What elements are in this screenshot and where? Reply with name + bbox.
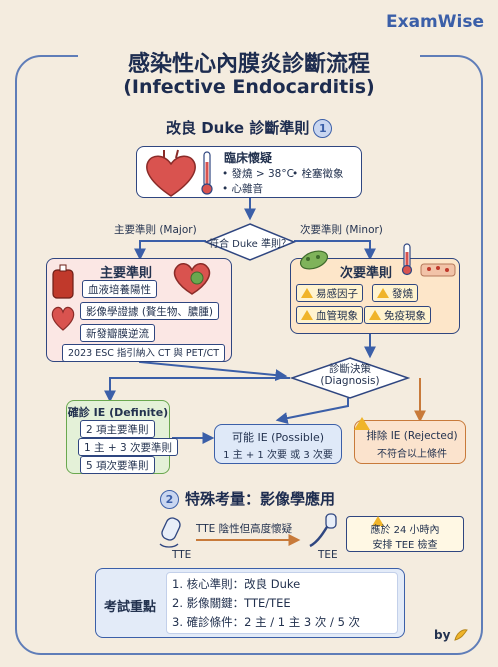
possible-ie-title: 可能 IE (Possible) — [231, 431, 325, 444]
tee-warning-icon — [372, 516, 385, 526]
footer-by-text: by — [434, 628, 451, 642]
decision-diagnosis-diamond — [290, 357, 410, 399]
tee-label: TEE — [318, 549, 338, 561]
bacteria-icon — [299, 250, 329, 270]
heart-vegetation-icon — [51, 306, 75, 331]
minor-item-predisposition: 易感因子 — [296, 284, 363, 302]
minor-criteria-title: 次要準則 — [340, 266, 393, 281]
possible-ie-box — [214, 424, 342, 464]
tee-timing-note — [346, 516, 464, 552]
brand-logo: ExamWise — [386, 12, 484, 32]
minor-item-immunologic-text: 免疫現象 — [384, 310, 426, 322]
major-item-blood-culture: 血液培養陽性 — [82, 280, 157, 298]
title-backdrop — [78, 43, 420, 105]
decision-duke-diamond — [204, 223, 296, 261]
major-item-imaging: 影像學證據 (贅生物、膿腫) — [80, 302, 220, 320]
author-logo-icon — [454, 629, 468, 641]
decision-duke-label: 符合 Duke 準則？ — [209, 239, 291, 250]
branch-minor-label: 次要準則 (Minor) — [300, 224, 383, 236]
branch-major-label: 主要準則 (Major) — [114, 224, 197, 236]
warning-icon — [301, 310, 313, 320]
suspicion-item-embolism: • 栓塞徵象 — [292, 168, 344, 180]
heart-icon — [146, 149, 196, 197]
rejected-ie-detail: 不符合以上條件 — [377, 449, 447, 460]
rejected-ie-title: 排除 IE (Rejected) — [366, 430, 458, 442]
section-1-number: 1 — [313, 119, 333, 138]
section-1-label: 改良 Duke 診斷準則 — [166, 119, 310, 137]
major-item-regurgitation: 新發瓣膜逆流 — [80, 324, 155, 342]
minor-thermometer-icon — [401, 243, 413, 276]
decision-diagnosis-sublabel: (Diagnosis) — [320, 375, 380, 387]
definite-item-2: 1 主 + 3 次要準則 — [78, 438, 179, 456]
warning-icon — [377, 288, 389, 298]
suspicion-title: 臨床懷疑 — [224, 151, 273, 165]
skin-lesion-icon — [420, 263, 456, 277]
imaging-arrow-label: TTE 陰性但高度懷疑 — [196, 523, 293, 535]
suspicion-item-murmur: • 心雜音 — [222, 183, 264, 195]
minor-item-immunologic: 免疫現象 — [364, 306, 431, 324]
definite-item-3: 5 項次要準則 — [80, 456, 155, 474]
rejected-ie-box — [354, 420, 466, 464]
key-point-1: 1. 核心準則：改良 Duke — [172, 577, 301, 591]
key-point-2: 2. 影像關鍵：TTE/TEE — [172, 596, 291, 610]
decision-diagnosis-label: 診斷決策 — [329, 363, 371, 375]
section-2-label: 特殊考量：影像學應用 — [185, 490, 336, 508]
possible-ie-detail: 1 主 + 1 次要 或 3 次要 — [223, 450, 333, 461]
warning-icon — [369, 310, 381, 320]
rejected-warning-icon — [354, 417, 370, 430]
major-criteria-title: 主要準則 — [100, 266, 153, 281]
section-2-number: 2 — [160, 490, 179, 509]
minor-item-vascular-text: 血管現象 — [316, 310, 358, 322]
tee-note-line1: 應於 24 小時內 — [370, 525, 440, 536]
bacteria-heart-icon — [173, 263, 211, 295]
page-subtitle: (Infective Endocarditis) — [123, 76, 375, 98]
warning-icon — [301, 288, 313, 298]
blood-bag-icon — [52, 264, 74, 299]
key-point-3: 3. 確診條件：2 主 / 1 主 3 次 / 5 次 — [172, 615, 361, 629]
key-points-list — [166, 572, 398, 634]
tee-note-line2: 安排 TEE 檢查 — [372, 540, 438, 551]
section-2-heading: 2 特殊考量：影像學應用 — [160, 488, 335, 509]
tte-probe-icon — [159, 517, 181, 548]
minor-item-fever-text: 發燒 — [392, 288, 413, 300]
key-points-label: 考試重點 — [104, 600, 157, 615]
definite-ie-title: 確診 IE (Definite) — [67, 406, 169, 419]
thermometer-icon — [201, 151, 213, 195]
definite-item-1: 2 項主要準則 — [80, 420, 155, 438]
minor-item-vascular: 血管現象 — [296, 306, 363, 324]
minor-item-fever: 發燒 — [372, 284, 418, 302]
tee-probe-icon — [309, 513, 337, 548]
page-title: 感染性心內膜炎診斷流程 — [127, 52, 370, 77]
minor-item-predisposition-text: 易感因子 — [316, 288, 358, 300]
major-note-esc: 2023 ESC 指引納入 CT 與 PET/CT — [62, 344, 226, 362]
tte-label: TTE — [172, 549, 192, 561]
suspicion-item-fever: • 發燒 > 38°C — [222, 168, 294, 180]
